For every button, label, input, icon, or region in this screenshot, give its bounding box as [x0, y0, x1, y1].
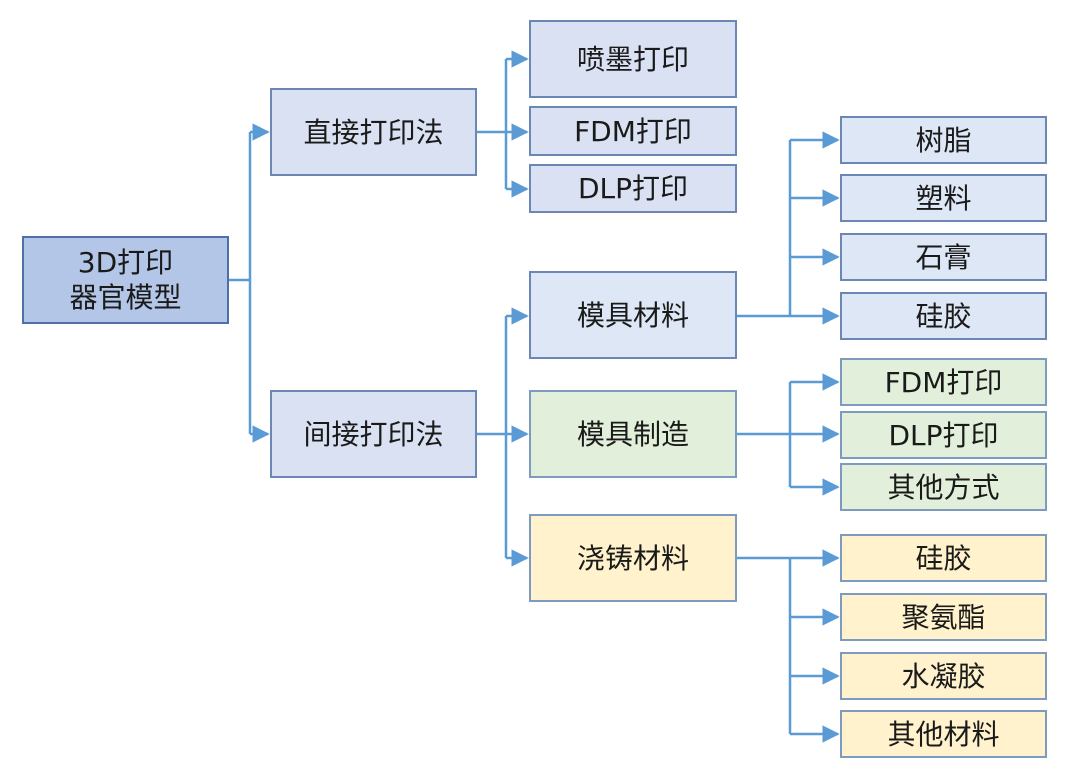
inkjet-print-node: 喷墨打印 — [529, 20, 737, 98]
mold-material-label: 模具材料 — [576, 298, 689, 332]
mold-making-label: 模具制造 — [576, 417, 689, 451]
mold-making-node: 模具制造 — [529, 390, 737, 478]
fdm-print-label: FDM打印 — [574, 114, 692, 148]
casting-material-label: 浇铸材料 — [576, 541, 689, 575]
plastic-label: 塑料 — [915, 181, 972, 215]
mold-material-node: 模具材料 — [529, 271, 737, 359]
casting-silicone-label: 硅胶 — [915, 541, 972, 575]
other-material-node: 其他材料 — [840, 710, 1047, 758]
other-material-label: 其他材料 — [887, 717, 1000, 751]
mold-dlp-label: DLP打印 — [888, 418, 999, 452]
casting-material-node: 浇铸材料 — [529, 514, 737, 602]
resin-node: 树脂 — [840, 116, 1047, 164]
hydrogel-node: 水凝胶 — [840, 652, 1047, 700]
root-node: 3D打印 器官模型 — [22, 236, 229, 324]
mold-dlp-node: DLP打印 — [840, 411, 1047, 459]
direct-print-node: 直接打印法 — [270, 88, 477, 176]
dlp-print-label: DLP打印 — [577, 172, 689, 205]
other-method-node: 其他方式 — [840, 463, 1047, 511]
gypsum-node: 石膏 — [840, 233, 1047, 281]
silicone-mold-label: 硅胶 — [915, 299, 972, 333]
gypsum-label: 石膏 — [915, 240, 972, 274]
plastic-node: 塑料 — [840, 174, 1047, 222]
silicone-mold-node: 硅胶 — [840, 292, 1047, 340]
inkjet-print-label: 喷墨打印 — [576, 42, 689, 76]
indirect-print-label: 间接打印法 — [303, 417, 444, 451]
indirect-print-node: 间接打印法 — [270, 390, 477, 478]
mold-fdm-label: FDM打印 — [884, 365, 1003, 399]
direct-print-label: 直接打印法 — [303, 115, 444, 149]
other-method-label: 其他方式 — [887, 470, 1000, 504]
resin-label: 树脂 — [915, 123, 972, 157]
polyurethane-node: 聚氨酯 — [840, 593, 1047, 641]
mold-fdm-node: FDM打印 — [840, 358, 1047, 406]
polyurethane-label: 聚氨酯 — [901, 600, 986, 634]
dlp-print-node: DLP打印 — [529, 164, 737, 213]
hydrogel-label: 水凝胶 — [901, 659, 986, 693]
fdm-print-node: FDM打印 — [529, 106, 737, 156]
casting-silicone-node: 硅胶 — [840, 534, 1047, 582]
root-node-label: 3D打印 器官模型 — [69, 246, 182, 314]
